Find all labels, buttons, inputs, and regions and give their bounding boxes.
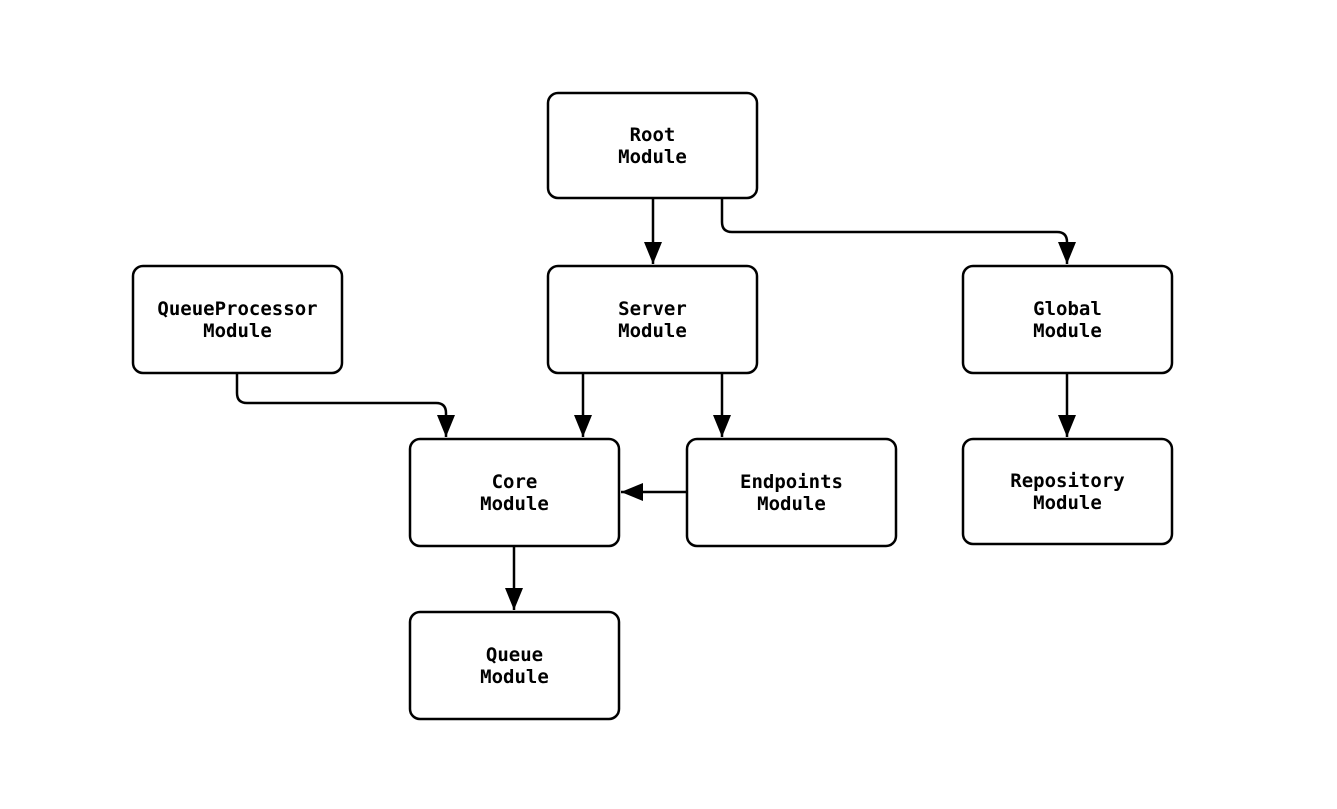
node-queueprocessor-box: [131, 264, 344, 375]
edge-root-to-global: [720, 198, 1076, 264]
node-global-box: [961, 264, 1174, 375]
edge-queueprocessor-to-core: [235, 373, 455, 437]
node-endpoints-box: [685, 437, 898, 548]
node-repository-box: [961, 437, 1174, 546]
node-server-box: [546, 264, 759, 375]
node-root-box: [546, 91, 759, 200]
node-queue-box: [408, 610, 621, 721]
node-core-box: [408, 437, 621, 548]
